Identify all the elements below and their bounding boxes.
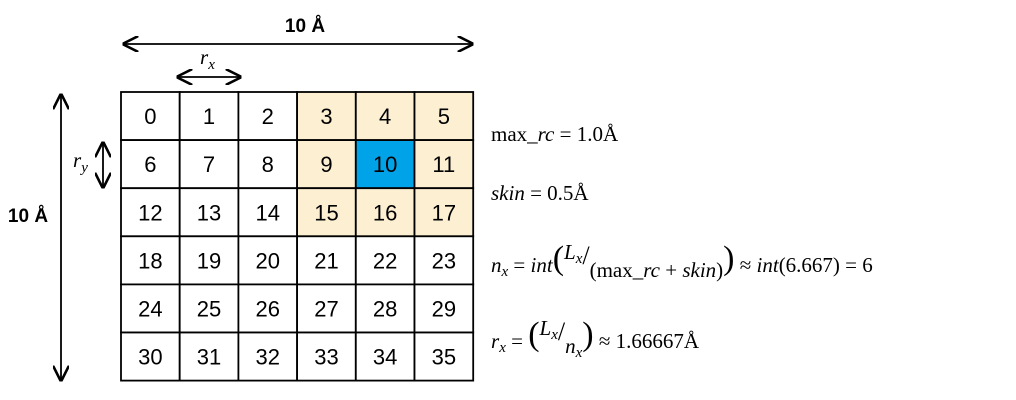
grid-cell-label: 32 <box>256 345 280 370</box>
grid-cell-label: 22 <box>373 248 397 273</box>
grid-cell-neighbor <box>413 139 475 190</box>
grid-cell <box>178 331 240 382</box>
grid-cell-label: 17 <box>432 200 456 225</box>
grid-cell-label: 27 <box>314 296 338 321</box>
grid-cell-neighbor <box>296 139 357 190</box>
grid-cell-label: 24 <box>138 296 162 321</box>
grid-cell-label: 35 <box>432 345 456 370</box>
grid-cell-label: 21 <box>314 248 338 273</box>
grid-cell-label: 5 <box>438 104 450 129</box>
grid-cell <box>237 283 298 334</box>
equation-rx: rx = (Lx/nx) ≈ 1.66667Å <box>491 316 700 361</box>
grid-cell <box>413 235 475 286</box>
grid-cell-label: 1 <box>203 104 215 129</box>
grid-cell <box>120 187 181 238</box>
equation-nx: nx = int(Lx/(max_rc + skin)) ≈ int(6.667… <box>491 240 873 282</box>
grid-cell <box>237 187 298 238</box>
grid-cell <box>237 331 298 382</box>
width-label: 10 Å <box>285 16 325 37</box>
grid-cell-label: 4 <box>379 104 391 129</box>
grid-cell-label: 30 <box>138 345 162 370</box>
grid-cell-label: 11 <box>432 152 455 177</box>
grid-cell-label: 15 <box>314 200 338 225</box>
grid-cell-label: 20 <box>256 248 280 273</box>
grid-cell-label: 26 <box>256 296 280 321</box>
grid-cell-label: 0 <box>144 104 156 129</box>
grid-cell-neighbor <box>413 187 475 238</box>
grid-cell-label: 2 <box>262 104 274 129</box>
grid-cell-label: 9 <box>320 152 332 177</box>
grid-cell-label: 3 <box>320 104 332 129</box>
height-label: 10 Å <box>8 206 48 227</box>
grid-cell-label: 34 <box>373 345 397 370</box>
grid-cell-label: 13 <box>197 200 221 225</box>
grid-cell-label: 18 <box>138 248 162 273</box>
grid-cell <box>120 139 181 190</box>
grid-cell-label: 25 <box>197 296 221 321</box>
equation-max-rc: max_rc = 1.0Å <box>491 122 619 146</box>
grid-cell-neighbor <box>354 187 416 238</box>
grid-cell-neighbor <box>354 91 416 141</box>
grid-cell <box>354 283 416 334</box>
grid-cell-neighbor <box>413 91 475 141</box>
grid-cell-label: 31 <box>197 345 221 370</box>
grid-cell <box>178 139 240 190</box>
ry-label: ry <box>73 148 88 176</box>
grid-cell <box>237 235 298 286</box>
grid-cell-label: 6 <box>144 152 156 177</box>
grid-cell-label: 8 <box>262 152 274 177</box>
grid-cell-label: 29 <box>432 296 456 321</box>
grid-cell-label: 33 <box>314 345 338 370</box>
grid-cell-label: 14 <box>256 200 280 225</box>
grid-cell <box>296 235 357 286</box>
grid-cell <box>178 283 240 334</box>
grid-cell <box>413 331 475 382</box>
grid-cell-label: 28 <box>373 296 397 321</box>
grid-cell-label: 16 <box>373 200 397 225</box>
equation-skin: skin = 0.5Å <box>491 181 589 205</box>
grid-cell-label: 19 <box>197 248 221 273</box>
grid-cell <box>354 235 416 286</box>
grid-cell <box>296 331 357 382</box>
rx-label: rx <box>200 45 215 73</box>
grid-cell-label: 10 <box>373 152 397 177</box>
grid-cell-label: 12 <box>138 200 162 225</box>
grid-cell <box>413 283 475 334</box>
grid-cell <box>120 331 181 382</box>
grid-cell-label: 23 <box>432 248 456 273</box>
grid-cell-label: 7 <box>203 152 215 177</box>
grid-cell-selected <box>354 139 416 190</box>
